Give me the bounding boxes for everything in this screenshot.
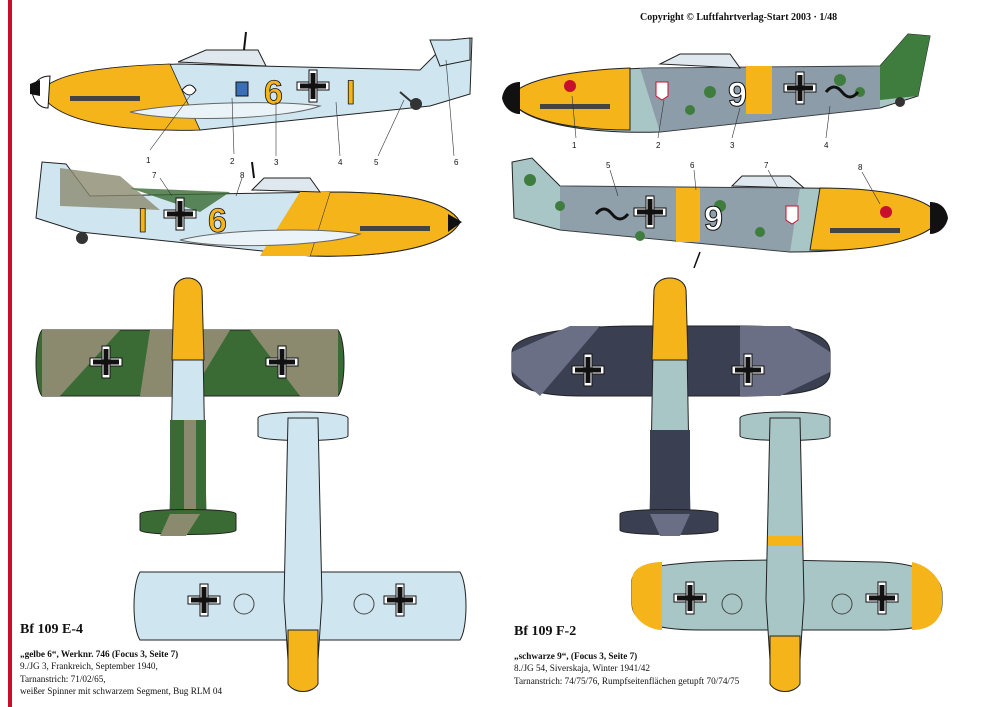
f2-callout-8: 8 bbox=[858, 163, 863, 172]
f2-callout-2: 2 bbox=[656, 141, 661, 150]
f2-side-code-starboard: 9 bbox=[704, 200, 723, 238]
e4-gruppe-bar-starboard: I bbox=[138, 202, 147, 240]
e4-caption-line-2: 9./JG 3, Frankreich, September 1940, bbox=[20, 661, 158, 672]
e4-caption-line-3: Tarnanstrich: 71/02/65, bbox=[20, 673, 106, 684]
f2-top-view bbox=[511, 277, 831, 536]
e4-callout-3: 3 bbox=[274, 158, 279, 167]
f2-caption-line-2: 8./JG 54, Siverskaja, Winter 1941/42 bbox=[514, 663, 650, 674]
e4-caption-line-1: „gelbe 6“, Werknr. 746 (Focus 3, Seite 7… bbox=[20, 649, 179, 659]
f2-callout-6: 6 bbox=[690, 161, 695, 170]
e4-callout-6: 6 bbox=[454, 158, 459, 167]
e4-callout-2: 2 bbox=[230, 157, 235, 166]
f2-model-title: Bf 109 F-2 bbox=[514, 624, 577, 639]
e4-callout-4: 4 bbox=[338, 158, 343, 167]
e4-callout-7: 7 bbox=[152, 171, 157, 180]
f2-callout-3: 3 bbox=[730, 141, 735, 150]
e4-side-view-starboard: I 6 bbox=[35, 161, 462, 257]
f2-caption: „schwarze 9“, (Focus 3, Seite 7) 8./JG 5… bbox=[514, 650, 739, 687]
f2-side-code-port: 9 bbox=[728, 76, 747, 114]
e4-caption: „gelbe 6“, Werknr. 746 (Focus 3, Seite 7… bbox=[20, 648, 222, 698]
e4-callout-lines-top bbox=[149, 59, 455, 157]
e4-model-title: Bf 109 E-4 bbox=[20, 622, 83, 637]
e4-callout-8: 8 bbox=[240, 171, 245, 180]
e4-top-view bbox=[35, 277, 345, 536]
f2-callout-lines-top bbox=[571, 95, 831, 139]
f2-bottom-view bbox=[631, 411, 943, 692]
f2-callout-7: 7 bbox=[764, 161, 769, 170]
f2-callout-4: 4 bbox=[824, 141, 829, 150]
e4-side-view-port: 6 I bbox=[30, 31, 473, 131]
e4-gruppe-bar-port: I bbox=[346, 74, 355, 112]
left-red-edge-bar bbox=[8, 0, 12, 707]
e4-callout-5: 5 bbox=[374, 158, 379, 167]
e4-callout-1: 1 bbox=[146, 156, 151, 165]
f2-callout-lines-bottom bbox=[609, 169, 881, 205]
f2-caption-line-1: „schwarze 9“, (Focus 3, Seite 7) bbox=[514, 651, 638, 661]
f2-caption-line-3: Tarnanstrich: 74/75/76, Rumpfseitenfläch… bbox=[514, 675, 740, 686]
e4-side-code-port: 6 bbox=[264, 74, 283, 112]
f2-side-view-port: 9 bbox=[502, 33, 931, 133]
copyright-notice: Copyright © Luftfahrtverlag-Start 2003 ·… bbox=[640, 12, 838, 23]
f2-callout-1: 1 bbox=[572, 141, 577, 150]
e4-callout-lines-bottom bbox=[159, 177, 243, 197]
e4-side-code-starboard: 6 bbox=[208, 202, 227, 240]
e4-bottom-view bbox=[133, 411, 467, 692]
f2-callout-5: 5 bbox=[606, 161, 611, 170]
f2-side-view-starboard: 9 bbox=[511, 157, 948, 269]
e4-caption-line-4: weißer Spinner mit schwarzem Segment, Bu… bbox=[20, 686, 223, 697]
